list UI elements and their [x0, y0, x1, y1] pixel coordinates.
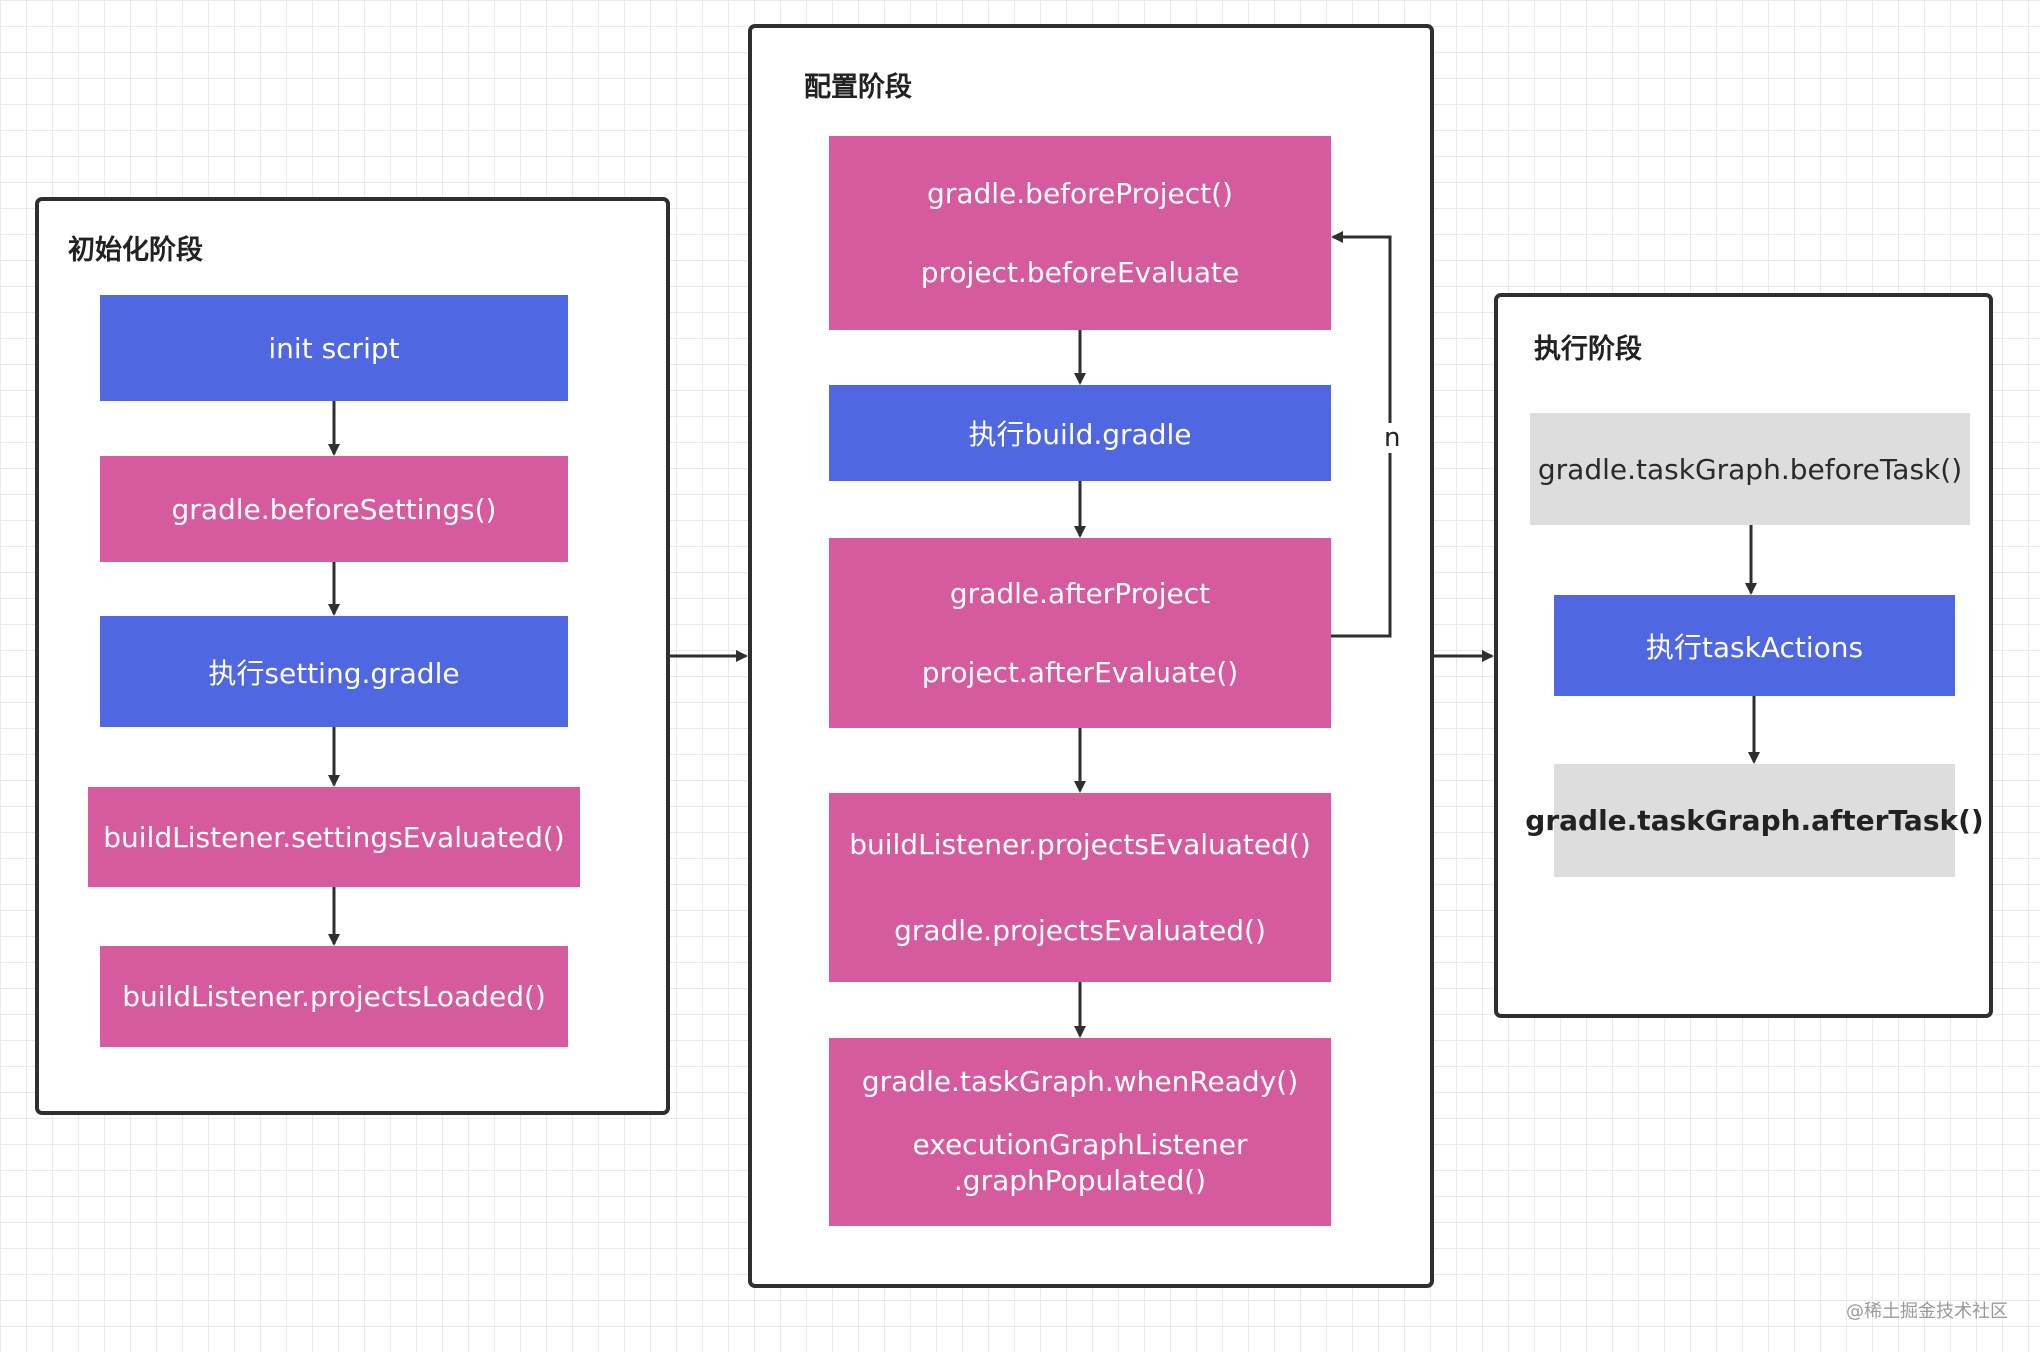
init-script-label: init script	[268, 331, 400, 365]
setting-gradle-node: 执行setting.gradle	[100, 616, 568, 727]
after-evaluate-label: project.afterEvaluate()	[921, 656, 1239, 689]
watermark: @稀土掘金技术社区	[1846, 1301, 2008, 1322]
task-actions-node: 执行taskActions	[1554, 595, 1955, 696]
after-project-node: gradle.afterProject project.afterEvaluat…	[829, 538, 1331, 728]
settings-evaluated-label: buildListener.settingsEvaluated()	[103, 820, 565, 854]
projects-loaded-label: buildListener.projectsLoaded()	[122, 980, 546, 1013]
gradle-projects-evaluated-label: gradle.projectsEvaluated()	[894, 914, 1266, 948]
before-project-node: gradle.beforeProject() project.beforeEva…	[829, 136, 1331, 330]
before-settings-node: gradle.beforeSettings()	[100, 456, 568, 562]
exec-stage-title: 执行阶段	[1534, 334, 1642, 365]
before-evaluate-label: project.beforeEvaluate	[920, 256, 1240, 289]
before-task-label: gradle.taskGraph.beforeTask()	[1537, 452, 1963, 486]
projects-evaluated-node: buildListener.projectsEvaluated() gradle…	[829, 793, 1331, 982]
loop-count-label: n	[1382, 423, 1403, 453]
after-task-node: gradle.taskGraph.afterTask()	[1525, 764, 1984, 877]
graph-populated-label: .graphPopulated()	[953, 1164, 1207, 1198]
build-gradle-node: 执行build.gradle	[829, 385, 1331, 481]
init-script-node: init script	[100, 295, 568, 401]
before-task-node: gradle.taskGraph.beforeTask()	[1530, 413, 1970, 525]
build-gradle-label: 执行build.gradle	[968, 418, 1192, 451]
before-project-label: gradle.beforeProject()	[927, 177, 1233, 210]
execution-graph-listener-label: executionGraphListener	[912, 1128, 1248, 1162]
after-project-label: gradle.afterProject	[949, 577, 1211, 610]
projects-loaded-node: buildListener.projectsLoaded()	[100, 946, 568, 1047]
after-task-label: gradle.taskGraph.afterTask()	[1525, 804, 1984, 837]
config-stage-title: 配置阶段	[804, 72, 912, 103]
when-ready-label: gradle.taskGraph.whenReady()	[861, 1064, 1299, 1098]
task-actions-label: 执行taskActions	[1645, 630, 1864, 664]
task-graph-ready-node: gradle.taskGraph.whenReady() executionGr…	[829, 1038, 1331, 1226]
init-stage-title: 初始化阶段	[68, 235, 203, 266]
graph-populated-label-group: executionGraphListener .graphPopulated()	[913, 1127, 1248, 1199]
listener-projects-evaluated-label: buildListener.projectsEvaluated()	[849, 827, 1311, 861]
settings-evaluated-node: buildListener.settingsEvaluated()	[88, 787, 580, 887]
before-settings-label: gradle.beforeSettings()	[171, 492, 497, 526]
setting-gradle-label: 执行setting.gradle	[208, 656, 460, 690]
